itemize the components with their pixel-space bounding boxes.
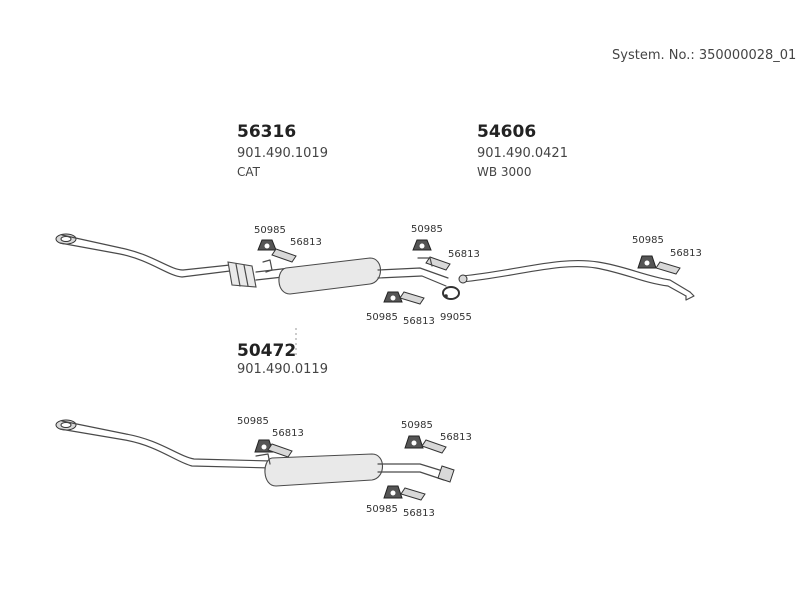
rear-muffler-part-number: 54606 [477,122,537,142]
front-pipe-top [59,242,231,278]
bracket-a [271,248,297,263]
bottom-exhaust-assembly [55,419,455,501]
clamp-label: 99055 [440,312,472,323]
bracket-b [425,256,451,271]
muffler-part-number: 50472 [237,341,297,361]
system-number: System. No.: 350000028_01 [612,48,797,63]
front-pipe-bottom [59,428,273,469]
mount-c-label: 50985 [366,312,398,323]
muffler-outlet-pipe [377,267,449,287]
muffler-oe-number: 901.490.0119 [237,362,328,377]
bracket-b-label: 56813 [448,249,480,260]
middle-muffler-body [264,453,384,487]
bracket-a-label: 56813 [290,237,322,248]
hanger-bottom-front [255,453,271,465]
bracket-bottom-b [421,439,447,454]
catalyst-body [227,261,257,288]
bracket-d-label: 56813 [670,248,702,259]
top-exhaust-assembly [55,233,695,305]
bottom-mount-b-label: 50985 [401,420,433,431]
bracket-d [655,261,681,275]
bottom-bracket-b-label: 56813 [440,432,472,443]
mount-b-label: 50985 [411,224,443,235]
rear-muffler-body [278,257,382,295]
hanger-top-rear [417,257,433,267]
catalyst-oe-number: 901.490.1019 [237,146,328,161]
tail-pipe-joint [458,274,468,284]
bracket-c [399,291,425,305]
bottom-bracket-a-label: 56813 [272,428,304,439]
catalyst-note: CAT [237,165,260,179]
catalyst-part-number: 56316 [237,122,297,142]
bottom-mount-a-label: 50985 [237,416,269,427]
bottom-bracket-c-label: 56813 [403,508,435,519]
exhaust-clamp [442,286,460,300]
outlet-flange-bottom [437,465,455,483]
bottom-mount-c-label: 50985 [366,504,398,515]
outlet-pipe-bottom [377,463,447,481]
tail-pipe-top [461,259,691,293]
hanger-top-front [262,259,273,273]
rear-muffler-oe-number: 901.490.0421 [477,146,568,161]
mount-a-label: 50985 [254,225,286,236]
bracket-c-label: 56813 [403,316,435,327]
rear-muffler-note: WB 3000 [477,165,532,179]
bracket-bottom-c [400,487,426,501]
mount-d-label: 50985 [632,235,664,246]
bracket-bottom-a [267,443,293,458]
